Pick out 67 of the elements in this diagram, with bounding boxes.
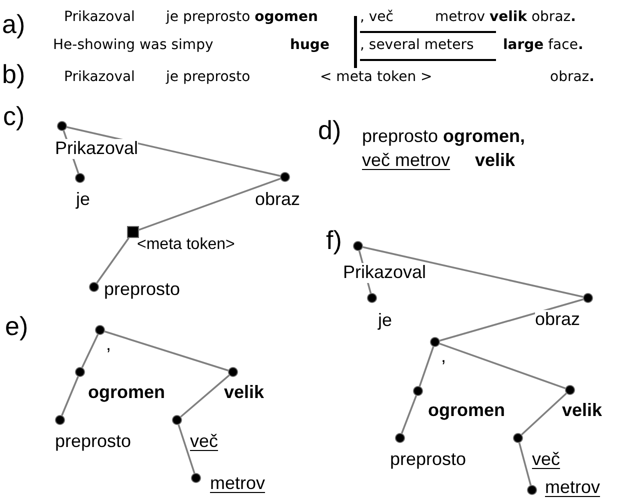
word-label: preprosto — [55, 432, 132, 452]
tree-branch — [178, 424, 196, 474]
tree-node-dot — [280, 172, 290, 182]
sentence-token: huge — [290, 38, 330, 54]
tree-node-dot — [513, 433, 523, 443]
tree-branch — [96, 237, 130, 284]
sentence-token: He-showing was simpy — [53, 38, 214, 54]
word-label: preprosto — [104, 280, 180, 300]
sentence-token: metrov velik obraz. — [435, 10, 576, 26]
tree-node-dot — [75, 173, 85, 183]
word-label: je — [76, 190, 90, 210]
word-label: Prikazoval — [343, 263, 426, 283]
panel-letter: d) — [318, 116, 342, 145]
word-label: metrov — [210, 474, 266, 494]
tree-branch — [418, 346, 434, 387]
word-label: je — [378, 311, 392, 331]
tree-branch — [66, 126, 280, 177]
sentence-token: Prikazoval — [64, 70, 135, 86]
tree-node-dot — [228, 367, 238, 377]
word-label: več — [190, 432, 218, 452]
sentence-token: Prikazoval — [64, 10, 135, 26]
panel-letter: c) — [3, 102, 25, 131]
tree-node-dot — [430, 337, 440, 347]
sentence-token: obraz. — [550, 70, 594, 86]
phrase-text: velik — [475, 151, 516, 171]
tree-branch — [400, 395, 418, 434]
word-label: metrov — [545, 478, 600, 498]
tree-node-dot — [75, 367, 85, 377]
sentence-token: je preprosto ogomen — [166, 10, 318, 26]
tree-node-dot — [395, 433, 405, 443]
tree-node-dot — [353, 241, 363, 251]
panel-letter: f) — [326, 226, 342, 255]
tree-branch — [362, 246, 584, 298]
sentence-token: large face. — [503, 38, 584, 54]
word-label: Prikazoval — [55, 139, 138, 159]
tree-branch — [180, 374, 230, 418]
sentence-token: je preprosto — [166, 70, 250, 86]
sentence-token: , več — [360, 10, 394, 26]
phrase-text: preprosto ogromen, — [362, 127, 526, 147]
tree-node-dot — [583, 293, 593, 303]
tree-node-dot — [55, 415, 65, 425]
tree-branch — [81, 334, 99, 368]
word-label: preprosto — [390, 450, 466, 470]
tree-node-dot — [57, 121, 67, 131]
tree-node-dot — [565, 385, 575, 395]
tree-branch — [518, 442, 532, 486]
tree-branch — [61, 376, 79, 416]
panel-letter: b) — [2, 60, 26, 89]
tree-node-dot — [367, 293, 377, 303]
tree-node-dot — [527, 485, 537, 495]
tree-node-dot — [172, 415, 182, 425]
tree-branch — [440, 298, 584, 342]
tree-node-dot — [89, 282, 99, 292]
sentence-token: < meta token > — [320, 70, 432, 86]
tree-node-dot — [191, 473, 201, 483]
phrase-text: več metrov — [362, 151, 450, 171]
tree-branch — [104, 330, 228, 372]
tree-node-dot — [95, 325, 105, 335]
tree-node-dot — [413, 386, 423, 396]
sentence-token: , several meters — [360, 38, 474, 54]
meta-token-square — [127, 226, 139, 238]
panel-letter: a) — [2, 10, 26, 39]
panel-letter: e) — [5, 312, 28, 341]
tree-branch — [521, 392, 567, 436]
word-label: več — [532, 450, 560, 470]
tree-branch — [439, 342, 566, 390]
tree-branch — [138, 178, 281, 231]
